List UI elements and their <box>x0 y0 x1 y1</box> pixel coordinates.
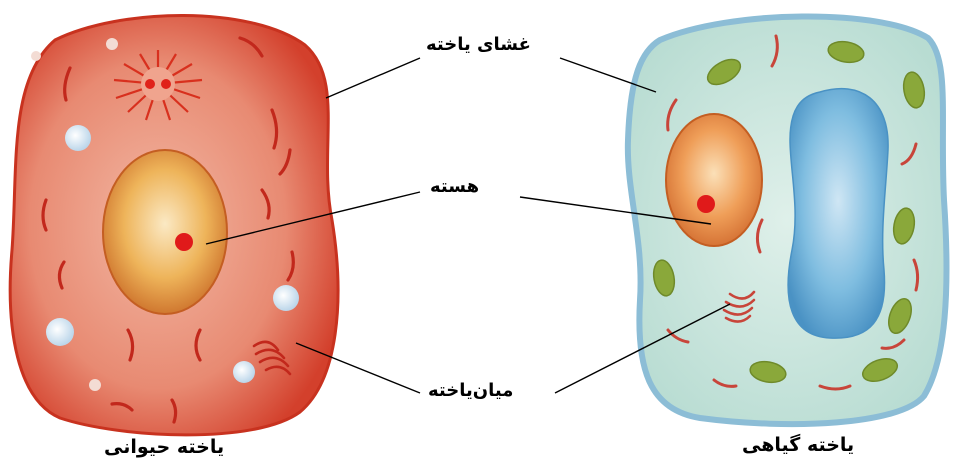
label-nucleus: هسته <box>430 176 479 197</box>
caption-animal-cell: یاخته حیوانی <box>104 436 224 458</box>
plant-nucleolus <box>697 195 715 213</box>
centriole <box>145 79 155 89</box>
plant-nucleus <box>666 114 762 246</box>
animal-nucleus <box>103 150 227 314</box>
animal-nucleolus <box>175 233 193 251</box>
label-membrane: غشای یاخته <box>426 34 531 55</box>
plant-cell <box>628 16 947 424</box>
leader-membrane-left <box>326 58 420 98</box>
caption-plant-cell: یاخته گیاهی <box>742 434 854 456</box>
centriole <box>161 79 171 89</box>
vacuole <box>788 89 888 339</box>
animal-cell <box>10 15 338 434</box>
label-cytoplasm: میان‌یاخته <box>428 380 513 401</box>
